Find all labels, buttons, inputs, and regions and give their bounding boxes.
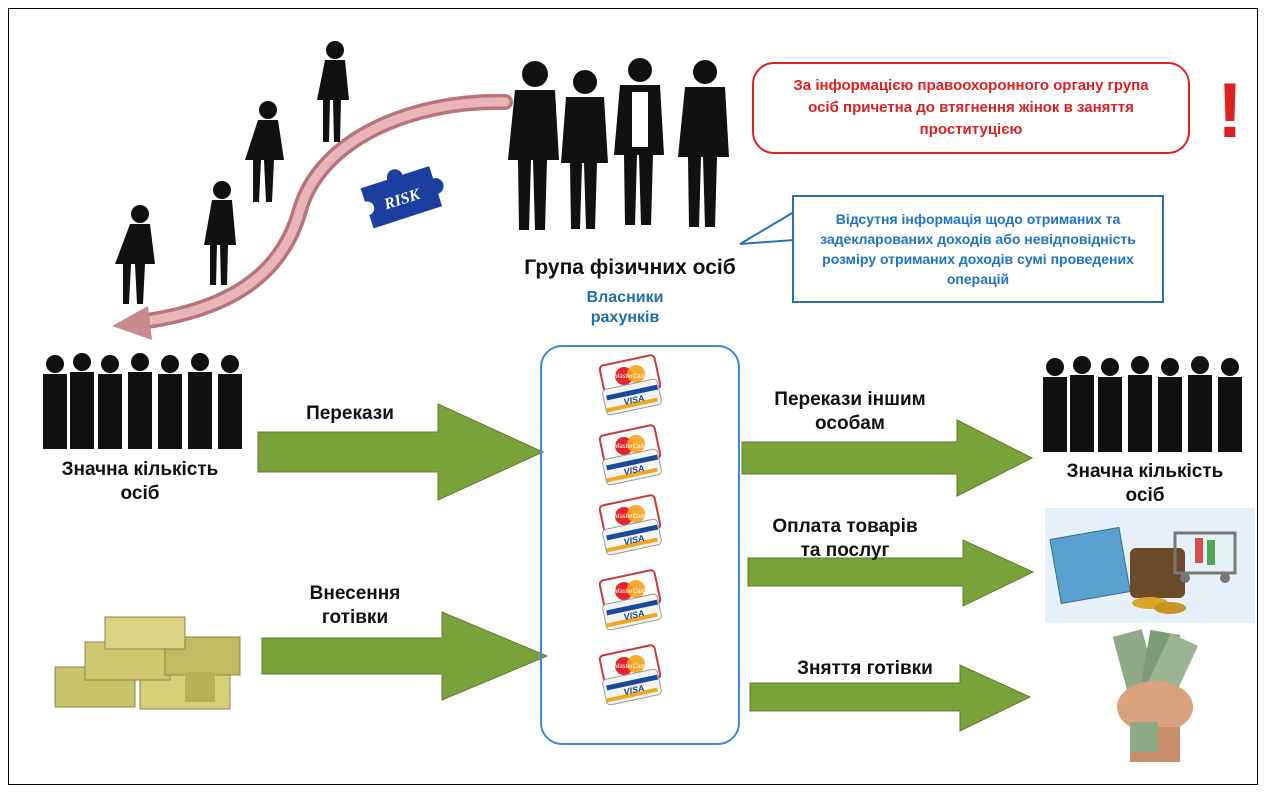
callout-text: Відсутня інформація щодо отриманих та за… bbox=[820, 211, 1136, 287]
crowd-silhouette-icon bbox=[43, 353, 242, 449]
mastercard-brand: MasterCard bbox=[614, 514, 646, 520]
visa-brand: VISA bbox=[623, 393, 646, 407]
money-stack-icon bbox=[54, 616, 241, 710]
visa-brand: VISA bbox=[623, 463, 646, 477]
payments-arrow bbox=[747, 539, 1035, 607]
mastercard-brand: MasterCard bbox=[614, 444, 646, 450]
businessmen-group-icon bbox=[508, 58, 729, 230]
mastercard-brand: MasterCard bbox=[614, 374, 646, 380]
crowd-silhouette-icon bbox=[1043, 356, 1242, 452]
left-persons-label: Значна кількість осіб bbox=[61, 459, 219, 504]
transfers-others-arrow bbox=[741, 419, 1034, 497]
alert-text: За інформацією правоохоронного органу гр… bbox=[793, 77, 1149, 138]
exclamation-icon: ! bbox=[1217, 66, 1243, 154]
woman-silhouette-icon bbox=[245, 101, 284, 202]
payments-label: Оплата товарів та послуг bbox=[772, 516, 918, 561]
mastercard-brand: MasterCard bbox=[614, 589, 646, 595]
visa-brand: VISA bbox=[623, 608, 646, 622]
shopping-goods-icon bbox=[1045, 508, 1255, 623]
withdrawal-label: Зняття готівки bbox=[797, 658, 933, 679]
fist-cash-icon bbox=[1112, 629, 1199, 762]
accounts-box bbox=[540, 345, 740, 745]
withdrawal-arrow bbox=[749, 664, 1032, 732]
visa-brand: VISA bbox=[623, 533, 646, 547]
woman-silhouette-icon bbox=[204, 181, 236, 285]
right-persons-label: Значна кількість осіб bbox=[1066, 461, 1224, 506]
group-label: Група фізичних осіб bbox=[524, 256, 736, 279]
woman-silhouette-icon bbox=[115, 205, 155, 304]
transfers-others-label: Перекази іншим особам bbox=[774, 389, 926, 434]
visa-brand: VISA bbox=[623, 683, 646, 697]
deposit-arrow bbox=[261, 611, 549, 701]
woman-silhouette-icon bbox=[317, 41, 349, 142]
diagram-frame bbox=[8, 8, 1258, 785]
puzzle-piece-icon: RISK bbox=[360, 166, 444, 229]
owners-label: Власники рахунків bbox=[586, 289, 664, 326]
callout-box: Відсутня інформація щодо отриманих та за… bbox=[792, 195, 1164, 303]
deposit-label: Внесення готівки bbox=[309, 583, 401, 628]
alert-box: За інформацією правоохоронного органу гр… bbox=[752, 62, 1190, 154]
transfers-arrow bbox=[257, 403, 545, 501]
transfers-label: Перекази bbox=[306, 403, 394, 424]
mastercard-brand: MasterCard bbox=[614, 664, 646, 670]
